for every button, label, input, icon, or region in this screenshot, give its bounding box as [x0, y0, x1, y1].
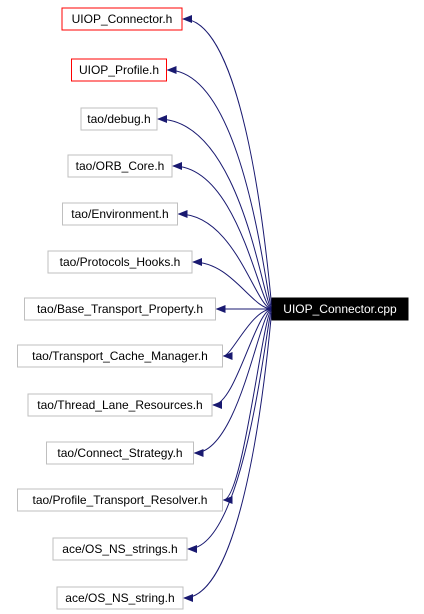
source-node-box: [271, 297, 409, 321]
node-tao-thread-lane-resources-h[interactable]: tao/Thread_Lane_Resources.h: [27, 393, 213, 417]
edge-to-tao-connect-strategy-h: [193, 308, 273, 457]
node-label: tao/Protocols_Hooks.h: [60, 255, 181, 269]
node-tao-connect-strategy-h[interactable]: tao/Connect_Strategy.h: [46, 441, 194, 465]
node-box: [62, 202, 178, 226]
node-box: [47, 250, 193, 274]
node-tao-debug-h[interactable]: tao/debug.h: [80, 107, 158, 131]
edge-to-tao-transport-cache-manager-h: [222, 308, 273, 360]
node-box: [56, 586, 184, 610]
node-uiop-connector-cpp[interactable]: UIOP_Connector.cpp: [271, 297, 409, 321]
node-label: UIOP_Profile.h: [79, 63, 159, 77]
node-ace-os-ns-string-h[interactable]: ace/OS_NS_string.h: [56, 586, 184, 610]
edge-to-tao-profile-transport-resolver-h: [222, 308, 273, 504]
edge-to-uiop-profile-h: [166, 66, 273, 310]
node-label: tao/debug.h: [87, 112, 150, 126]
node-label: ace/OS_NS_strings.h: [62, 542, 177, 556]
node-label: tao/Connect_Strategy.h: [57, 446, 182, 460]
edge-to-tao-debug-h: [157, 115, 273, 310]
edge-to-tao-thread-lane-resources-h: [212, 308, 273, 409]
node-uiop-profile-h[interactable]: UIOP_Profile.h: [71, 58, 167, 82]
node-box: [61, 7, 183, 31]
node-label: tao/ORB_Core.h: [76, 159, 165, 173]
node-label: tao/Environment.h: [71, 207, 168, 221]
edge-to-tao-protocols-hooks-h: [192, 258, 273, 310]
node-tao-orb-core-h[interactable]: tao/ORB_Core.h: [67, 154, 173, 178]
node-label: UIOP_Connector.h: [72, 12, 173, 26]
node-label: tao/Base_Transport_Property.h: [37, 302, 203, 316]
node-box: [80, 107, 158, 131]
node-tao-base-transport-property-h[interactable]: tao/Base_Transport_Property.h: [24, 297, 216, 321]
node-box: [27, 393, 213, 417]
node-tao-environment-h[interactable]: tao/Environment.h: [62, 202, 178, 226]
node-box: [17, 344, 223, 368]
node-label: tao/Transport_Cache_Manager.h: [32, 349, 208, 363]
node-label: tao/Thread_Lane_Resources.h: [37, 398, 202, 412]
node-uiop-connector-h[interactable]: UIOP_Connector.h: [61, 7, 183, 31]
edge-to-tao-environment-h: [177, 210, 273, 310]
node-box: [17, 488, 223, 512]
edge-to-ace-os-ns-strings-h: [187, 308, 273, 553]
node-tao-profile-transport-resolver-h[interactable]: tao/Profile_Transport_Resolver.h: [17, 488, 223, 512]
node-box: [52, 537, 188, 561]
node-box: [46, 441, 194, 465]
node-label: tao/Profile_Transport_Resolver.h: [33, 493, 208, 507]
node-box: [71, 58, 167, 82]
node-label: ace/OS_NS_string.h: [65, 591, 174, 605]
node-box: [24, 297, 216, 321]
node-tao-protocols-hooks-h[interactable]: tao/Protocols_Hooks.h: [47, 250, 193, 274]
node-ace-os-ns-strings-h[interactable]: ace/OS_NS_strings.h: [52, 537, 188, 561]
node-box: [67, 154, 173, 178]
source-node-label: UIOP_Connector.cpp: [283, 302, 397, 316]
node-tao-transport-cache-manager-h[interactable]: tao/Transport_Cache_Manager.h: [17, 344, 223, 368]
edge-to-tao-orb-core-h: [172, 162, 273, 310]
